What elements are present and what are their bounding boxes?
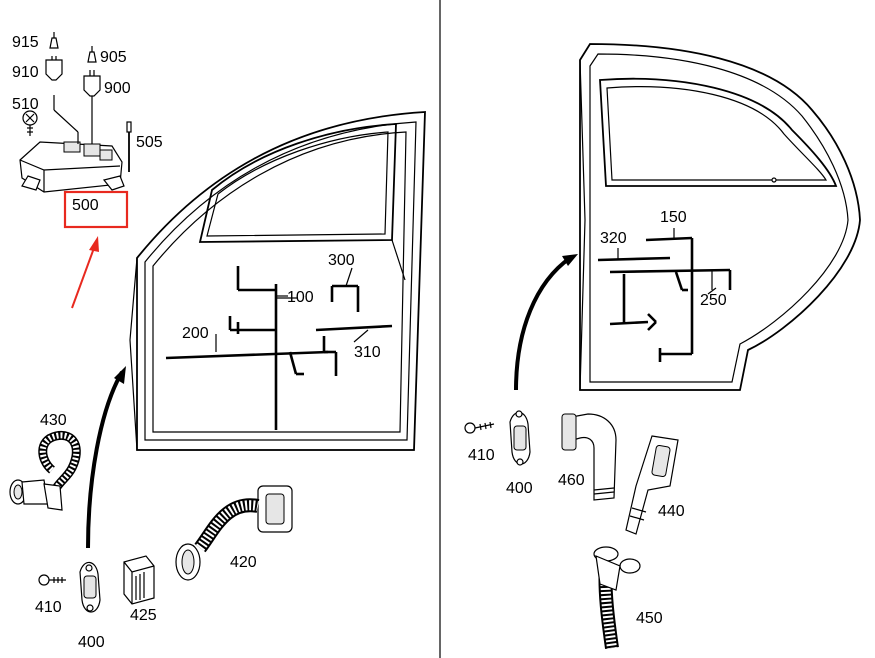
label-450: 450 [636, 610, 663, 627]
label-400-right: 400 [506, 480, 533, 497]
label-915: 915 [12, 34, 39, 51]
boot-440 [625, 435, 679, 535]
label-440: 440 [658, 503, 685, 520]
rear-wiring-harness [597, 228, 732, 362]
label-400-left: 400 [78, 634, 105, 651]
rear-door-arrow [514, 254, 578, 391]
elbow-460 [561, 413, 617, 501]
label-310: 310 [354, 344, 381, 361]
label-905: 905 [100, 49, 127, 66]
front-wiring-harness [165, 266, 393, 430]
leader-lines-left [215, 267, 369, 352]
label-320: 320 [600, 230, 627, 247]
label-460: 460 [558, 472, 585, 489]
screw-410-right [464, 421, 495, 434]
label-250: 250 [700, 292, 727, 309]
label-900: 900 [104, 80, 131, 97]
label-300: 300 [328, 252, 355, 269]
label-505: 505 [136, 134, 163, 151]
control-unit-500 [19, 95, 125, 193]
front-door [129, 111, 426, 451]
label-510: 510 [12, 96, 39, 113]
screw-510 [22, 110, 38, 136]
label-150: 150 [660, 209, 687, 226]
part-labels: 915 910 905 900 510 505 500 100 300 200 … [12, 34, 727, 651]
front-door-arrow [86, 366, 126, 549]
leader-lines-right [707, 287, 717, 295]
highlight-box-500 [63, 190, 129, 229]
connector-425 [123, 555, 155, 605]
label-200: 200 [182, 325, 209, 342]
pin-505 [126, 121, 132, 172]
tube-430 [9, 430, 81, 511]
label-410-left: 410 [35, 599, 62, 616]
connector-icons-top [45, 32, 101, 97]
label-425: 425 [130, 607, 157, 624]
grommet-400-right [509, 410, 531, 466]
rear-door [579, 43, 861, 391]
label-100: 100 [287, 289, 314, 306]
sleeve-450 [593, 546, 641, 649]
grommet-400-left [79, 561, 101, 613]
label-430: 430 [40, 412, 67, 429]
highlight-arrow [71, 236, 99, 309]
screw-410-left [38, 574, 66, 586]
label-420: 420 [230, 554, 257, 571]
tube-420 [175, 485, 293, 581]
label-410-right: 410 [468, 447, 495, 464]
label-500: 500 [72, 197, 99, 214]
label-910: 910 [12, 64, 39, 81]
